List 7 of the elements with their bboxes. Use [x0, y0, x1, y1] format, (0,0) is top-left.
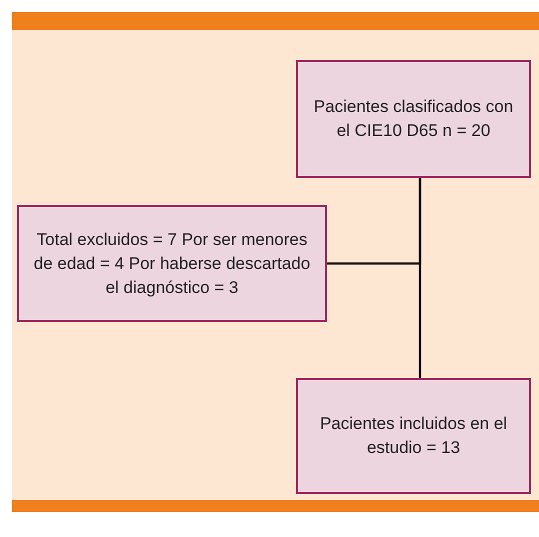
process-box — [17, 205, 327, 322]
process-box — [296, 378, 531, 494]
box-text: Total excluidos = 7 Por ser menores de edad = 4 Por haberse descartado el diagnóstico = 3 — [32, 228, 312, 298]
box-text: Pacientes incluidos en el estudio = 13 — [318, 413, 508, 459]
connector-line — [418, 178, 422, 378]
box-text: Pacientes clasificados con el CIE10 D65 n = 20 — [312, 96, 514, 142]
process-box — [296, 60, 531, 178]
